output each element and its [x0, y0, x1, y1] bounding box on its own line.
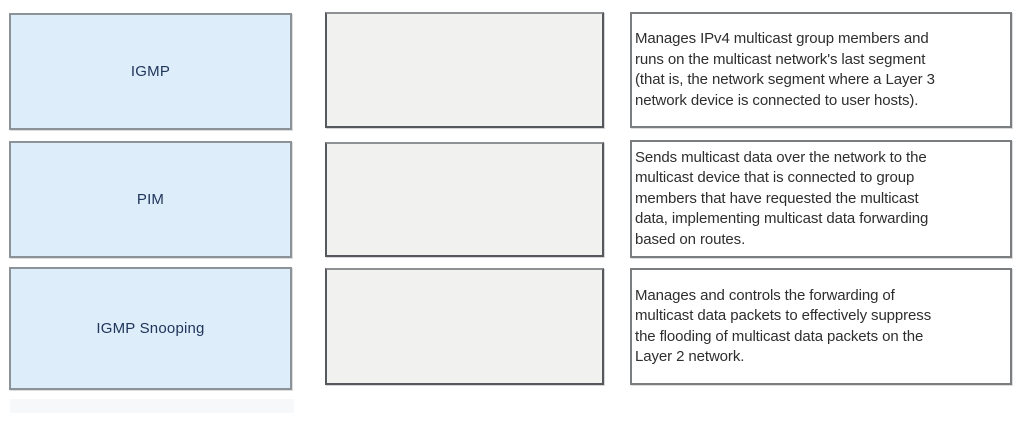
- ghost-strip-decoration: [10, 399, 294, 413]
- drop-target-2[interactable]: [325, 142, 604, 257]
- description-1: Manages IPv4 multicast group members and…: [630, 12, 1012, 128]
- description-2-text: Sends multicast data over the network to…: [635, 148, 929, 248]
- drop-target-3[interactable]: [325, 268, 604, 385]
- description-2: Sends multicast data over the network to…: [630, 140, 1012, 258]
- option-pim-label: PIM: [136, 191, 165, 208]
- option-pim[interactable]: PIM: [9, 141, 292, 258]
- drop-target-1[interactable]: [325, 12, 604, 128]
- option-igmp-label: IGMP: [130, 63, 171, 80]
- description-3-text: Manages and controls the forwarding of m…: [635, 286, 932, 366]
- option-igmp-snooping-label: IGMP Snooping: [96, 320, 205, 337]
- description-3: Manages and controls the forwarding of m…: [630, 268, 1012, 385]
- option-igmp-snooping[interactable]: IGMP Snooping: [9, 267, 292, 390]
- option-igmp[interactable]: IGMP: [9, 13, 292, 130]
- description-1-text: Manages IPv4 multicast group members and…: [635, 30, 935, 109]
